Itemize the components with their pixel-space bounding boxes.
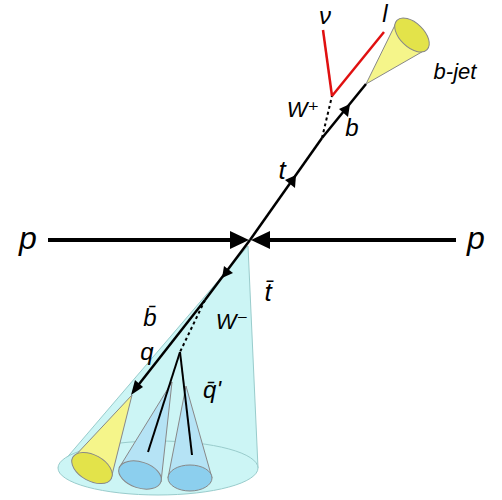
proton-beams <box>48 231 456 249</box>
bbar-line <box>131 300 205 395</box>
quark-lines <box>148 352 192 455</box>
antitop-line <box>205 240 250 300</box>
lepton-lines <box>323 30 384 96</box>
w-boson-label: W⁻ <box>216 311 248 333</box>
quark-label: q <box>140 340 153 364</box>
antitop-label: t̄ <box>264 279 271 305</box>
top-label: t <box>278 157 285 183</box>
w-minus-line <box>180 300 205 352</box>
quark-jet-cones <box>115 382 212 494</box>
proton-label: p <box>19 222 37 254</box>
b-line <box>322 84 366 138</box>
proton-label: p <box>467 222 485 254</box>
antiquark-label: b̄ <box>143 306 156 330</box>
antiquark-label: q̄' <box>203 378 221 402</box>
b-jet-cone <box>366 12 435 84</box>
w-boson-label: W⁺ <box>287 99 319 121</box>
quark-label: b <box>345 116 358 140</box>
b-jet-label: b-jet <box>434 61 477 83</box>
top-line <box>250 138 322 240</box>
top-jet-cone <box>58 246 258 495</box>
neutrino-label: ν <box>319 4 331 28</box>
lepton-label: l <box>382 2 387 26</box>
